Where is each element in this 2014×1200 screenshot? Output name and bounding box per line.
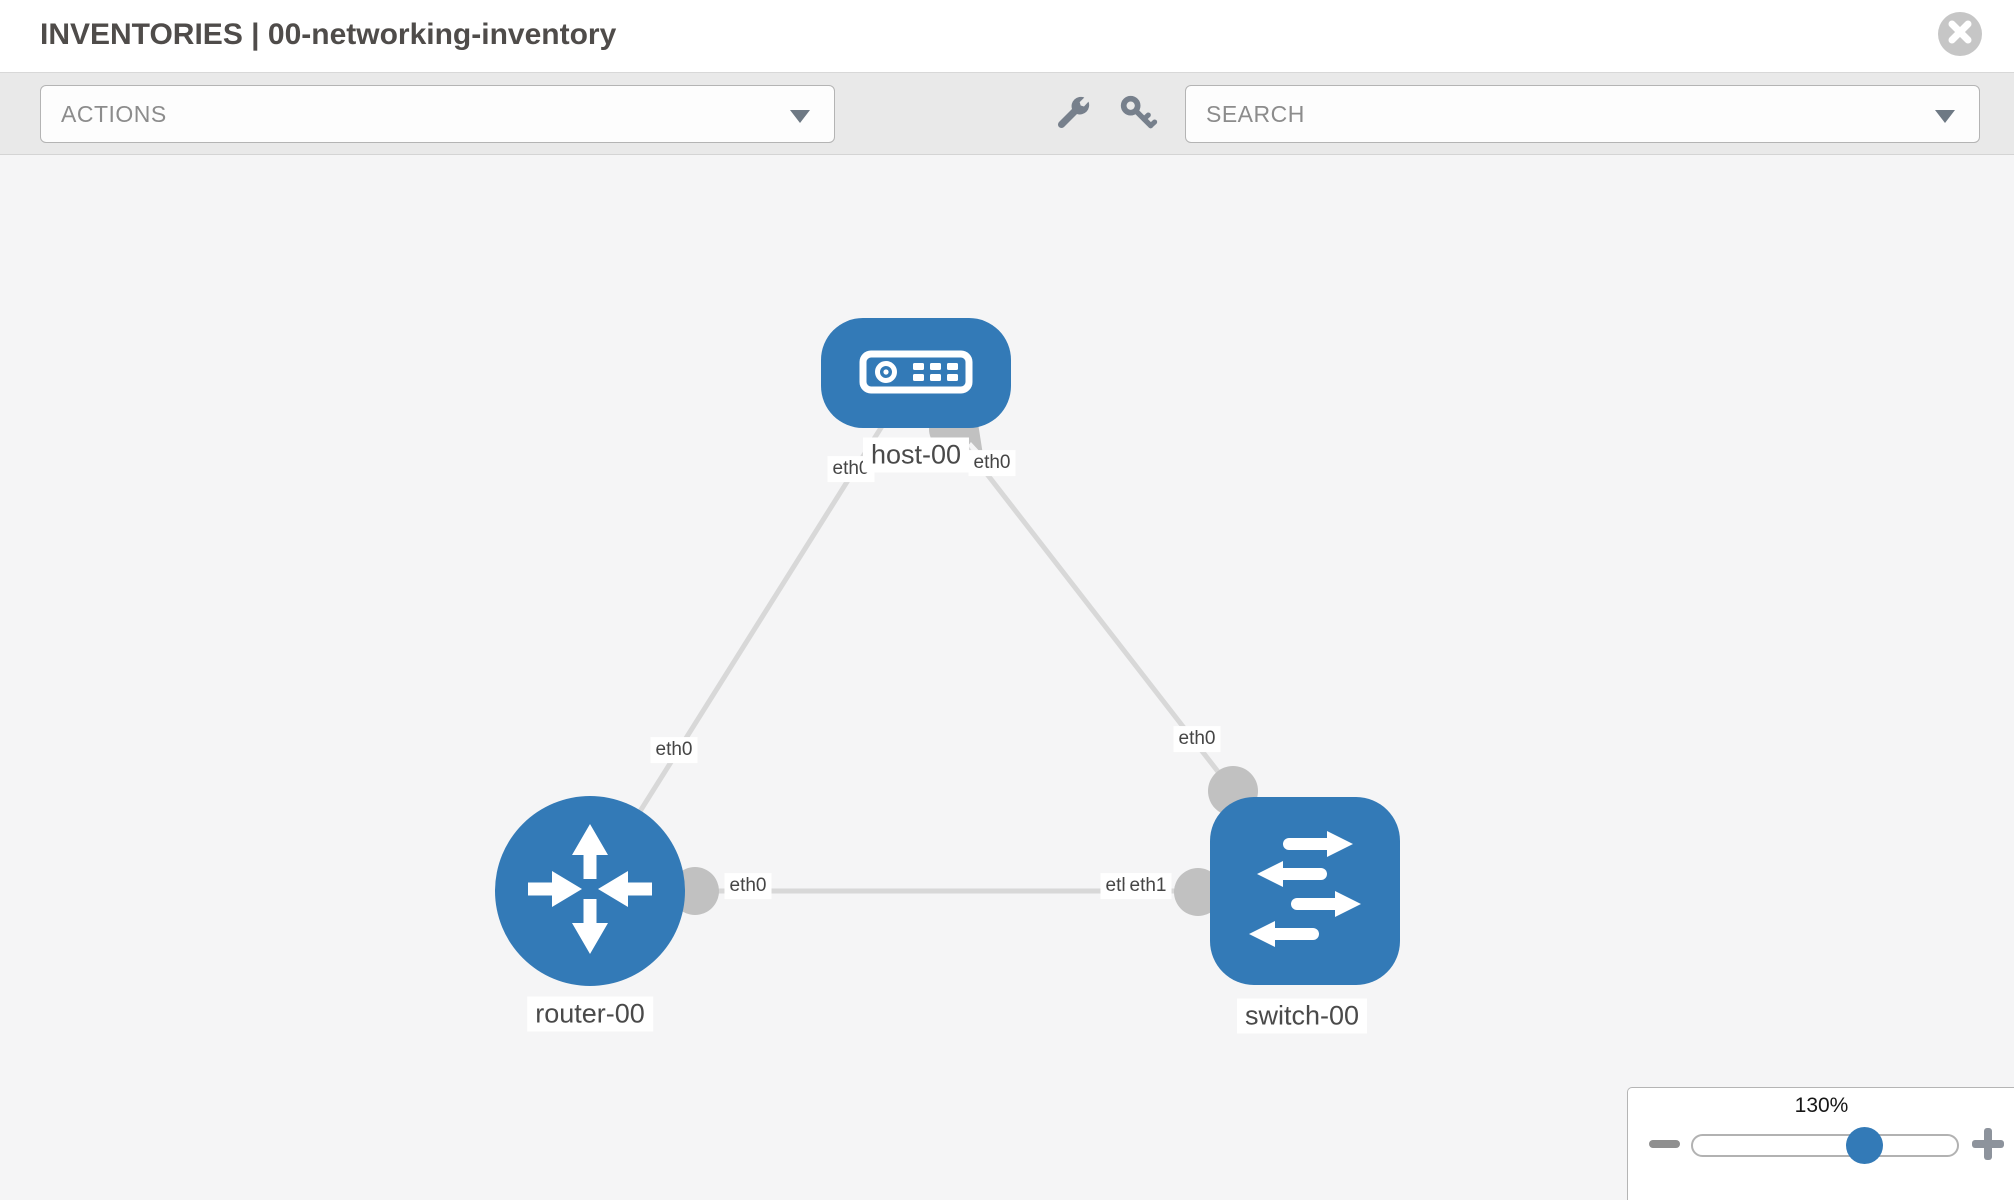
key-icon <box>1117 93 1159 138</box>
close-icon <box>1947 19 1973 50</box>
page-title: INVENTORIES | 00-networking-inventory <box>40 18 617 51</box>
zoom-in-icon[interactable] <box>1972 1128 2004 1160</box>
node-host-00[interactable] <box>821 318 1011 428</box>
zoom-panel: 130% <box>1627 1087 2014 1200</box>
node-label-switch: switch-00 <box>1236 998 1368 1034</box>
toolbar: ACTIONS SEARCH <box>0 72 2014 155</box>
switch-icon-node[interactable] <box>1210 797 1400 985</box>
chevron-down-icon <box>790 110 810 123</box>
node-router-00[interactable] <box>495 796 685 986</box>
interface-label: eth0 <box>1173 726 1221 752</box>
actions-dropdown-label: ACTIONS <box>61 100 167 127</box>
zoom-slider-handle[interactable] <box>1846 1127 1883 1164</box>
router-icon <box>520 819 660 964</box>
node-label-router: router-00 <box>527 996 653 1032</box>
node-label-host: host-00 <box>862 437 970 473</box>
switch-icon <box>1235 819 1375 964</box>
credentials-button[interactable] <box>1116 93 1160 137</box>
search-dropdown[interactable]: SEARCH <box>1185 85 1980 143</box>
zoom-out-icon[interactable] <box>1649 1140 1680 1148</box>
actions-dropdown[interactable]: ACTIONS <box>40 85 835 143</box>
interface-label: eth0 <box>968 450 1016 476</box>
search-placeholder: SEARCH <box>1206 100 1305 127</box>
chevron-down-icon <box>1935 110 1955 123</box>
interface-label: eth0 <box>724 873 772 899</box>
zoom-level: 130% <box>1794 1094 1849 1117</box>
interface-label: eth0 <box>650 737 698 763</box>
close-button[interactable] <box>1938 12 1982 56</box>
links-layer <box>587 370 1305 916</box>
interface-label: eth1 <box>1124 873 1172 899</box>
page-header: INVENTORIES | 00-networking-inventory <box>0 0 2014 72</box>
zoom-slider-track[interactable] <box>1691 1134 1959 1157</box>
wrench-icon <box>1052 93 1092 138</box>
configure-button[interactable] <box>1050 93 1094 137</box>
topology-canvas[interactable]: eth0 eth0 eth0 eth0 eth0 eth0 eth1 host-… <box>0 155 2014 1200</box>
host-icon <box>853 340 979 407</box>
